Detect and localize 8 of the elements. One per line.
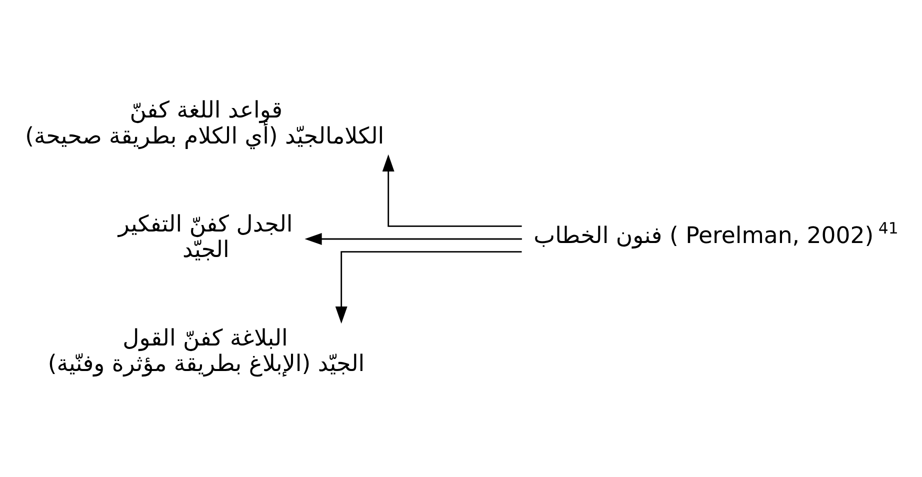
node-label: 41 <box>878 218 898 237</box>
arrow <box>304 232 522 244</box>
node-text: الجدل كفنّ التفكير الجيّد <box>118 211 293 263</box>
node-text: قواعد اللغة كفنّ الكلامالجيّد (أي الكلام بطريقة صحيحة) <box>25 97 384 149</box>
arrow <box>382 154 522 226</box>
arrow <box>335 250 522 324</box>
node-text: البلاغة كفنّ القول الجيّد (الإبلاغ بطريقة مؤثرة وفنّية) <box>48 325 365 377</box>
node-text: فنون الخطاب ( Perelman, 2002) <box>534 222 874 248</box>
